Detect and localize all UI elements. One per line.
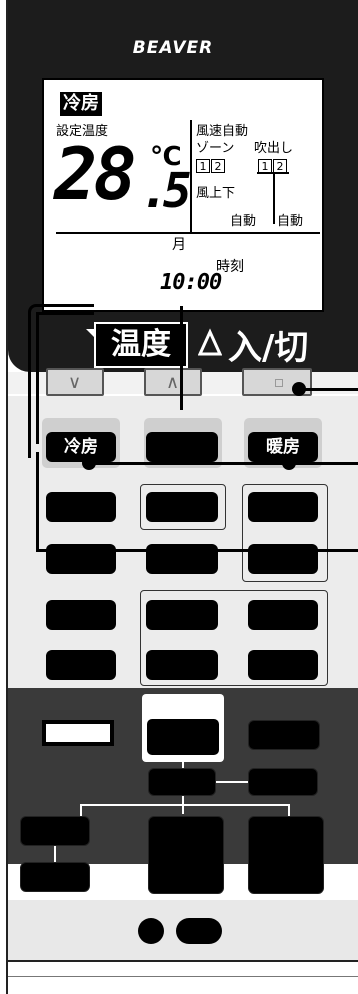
indicator-dot [138,918,164,944]
blow-label: 吹出し [254,141,294,156]
function-button-1[interactable] [146,432,218,462]
connector-line [288,804,290,816]
callout-dot [282,456,296,470]
fan-updown-label: 風上下 [196,186,236,201]
temp-up-marker [197,328,223,358]
option-button-4[interactable] [20,862,90,892]
temp-up-button[interactable]: ∧ [144,368,202,396]
button-group-outline-right [242,484,328,582]
callout-line [296,388,358,391]
lcd-divider-horizontal [56,232,320,234]
option-button-5[interactable] [148,816,224,894]
auto-right-label: 自動 [277,214,304,229]
temperature-display: 28 [54,132,137,216]
connector-line [80,804,82,816]
cool-button[interactable]: 冷房 [46,432,116,462]
auto-left-label: 自動 [230,214,257,229]
battery-cover [8,960,358,994]
function-button-3[interactable] [146,492,218,522]
callout-dot [82,456,96,470]
zone-label: ゾーン [196,141,235,156]
callout-line [28,304,94,458]
month-label: 月 [172,237,186,253]
power-label: 入/切 [228,328,309,368]
callout-line [36,452,39,552]
option-button-6[interactable] [248,816,324,894]
white-button[interactable] [42,720,114,746]
callout-line [86,462,358,465]
blow-bracket-stem [273,172,275,224]
lcd-divider-vertical [190,120,192,232]
blow-number: 1 [258,159,272,173]
button-group-outline [140,484,226,530]
chevron-up-icon: ∧ [166,372,180,393]
zone-number: 1 [196,159,210,173]
option-button-2[interactable] [248,768,318,796]
zone-number: 2 [211,159,225,173]
lcd-screen [42,78,324,312]
function-button-12[interactable] [146,650,218,680]
temp-label: 温度 [94,322,188,368]
connector-line [54,846,56,862]
connector-line [182,756,184,770]
chevron-down-icon: ∨ [68,372,82,393]
option-button-3[interactable] [20,816,90,846]
function-button-14[interactable] [248,720,320,750]
triangle-up-icon [197,328,223,356]
function-button-11[interactable] [46,650,116,680]
temperature-unit: ℃ [150,142,182,172]
callout-dot [292,382,306,396]
cover-seam [8,976,358,977]
time-label: 時刻 [216,259,244,275]
set-temp-label: 設定温度 [56,124,109,139]
button-group-outline-bottom [140,590,328,686]
fan-speed-label: 風速自動 [196,124,249,139]
function-button-9[interactable] [146,600,218,630]
connector-line [80,804,288,806]
function-button-10[interactable] [248,600,318,630]
brand-logo: BEAVER [132,38,214,58]
remote-body [6,0,358,994]
select-button[interactable] [146,718,220,756]
function-button-8[interactable] [46,600,116,630]
clock-display: 10:00 [160,270,222,295]
square-icon [275,379,283,387]
heat-button[interactable]: 暖房 [248,432,318,462]
function-button-2[interactable] [46,492,116,522]
lcd-mode-indicator: 冷房 [60,92,102,116]
callout-line [36,549,358,552]
temp-down-button[interactable]: ∨ [46,368,104,396]
callout-line [180,306,183,410]
function-button-4[interactable] [248,492,318,522]
function-button-13[interactable] [248,650,318,680]
reset-button[interactable] [176,918,222,944]
callout-line [36,312,94,444]
option-button-1[interactable] [148,768,216,796]
connector-line [216,781,248,783]
blow-number: 2 [273,159,287,173]
temperature-decimal: .5 [140,163,192,219]
